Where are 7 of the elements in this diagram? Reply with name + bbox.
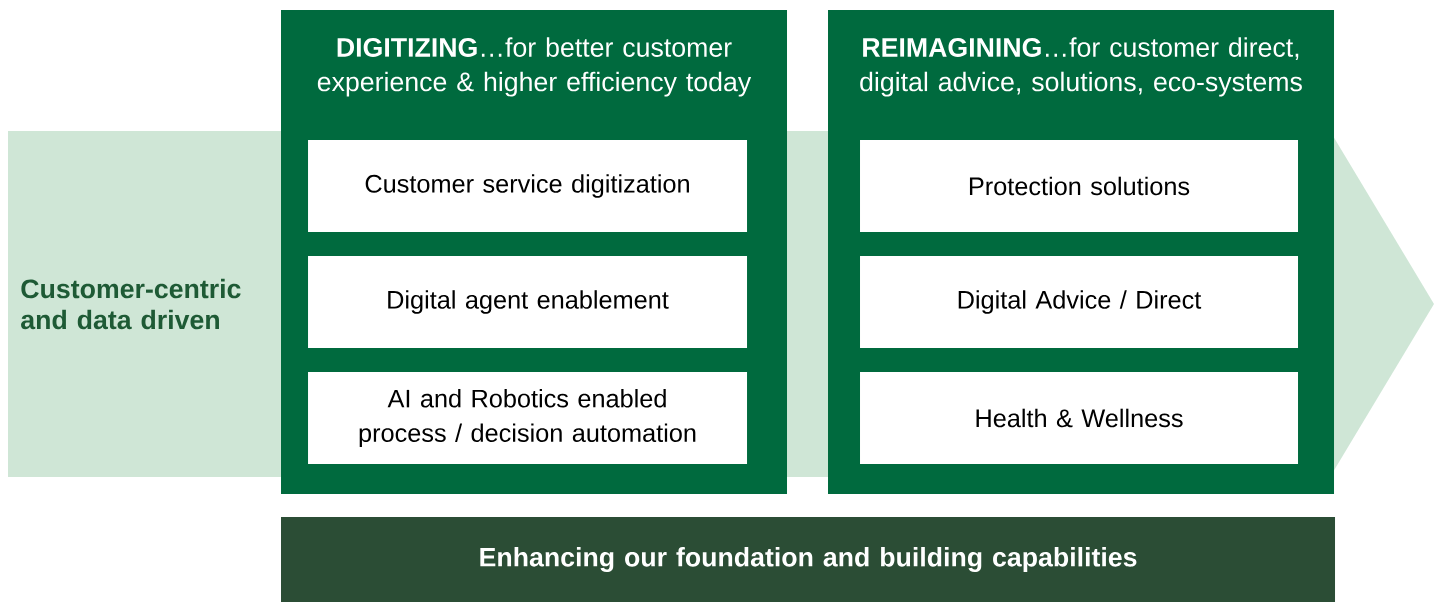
- text-box: AI and Robotics enabled process / decision automation: [308, 372, 748, 464]
- text-box: Customer service digitization: [308, 140, 748, 232]
- text-box: Health & Wellness: [860, 372, 1298, 464]
- text-box: Digital agent enablement: [308, 256, 748, 348]
- foundation-bar: Enhancing our foundation and building capabilities: [281, 517, 1335, 602]
- text-box: Protection solutions: [860, 140, 1298, 232]
- text-box: Digital Advice / Direct: [860, 256, 1298, 348]
